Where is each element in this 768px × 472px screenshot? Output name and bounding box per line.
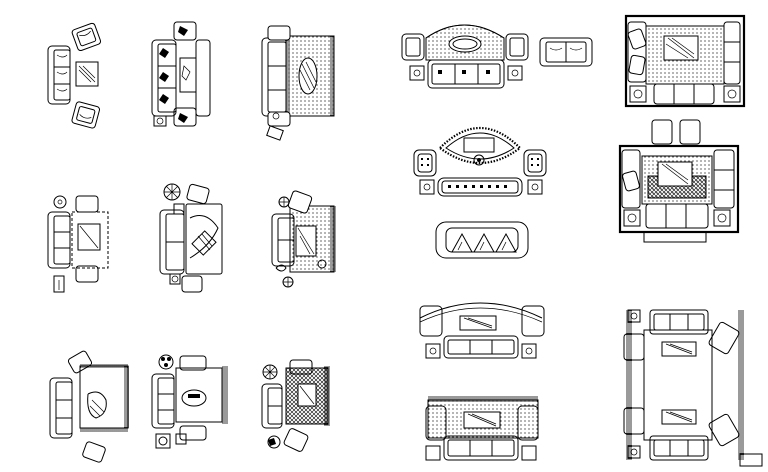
living-set-8: [151, 354, 228, 449]
living-set-11: [539, 37, 593, 67]
living-set-2: [151, 21, 211, 127]
living-set-6: [271, 190, 336, 288]
living-set-4: [47, 195, 109, 293]
living-set-16: [618, 119, 763, 467]
living-set-7: [49, 350, 129, 463]
living-set-9: [261, 359, 330, 452]
living-set-1: [47, 22, 102, 129]
living-set-13: [413, 127, 547, 197]
living-set-10: [401, 24, 529, 89]
living-set-15: [419, 302, 545, 461]
living-set-3: [261, 25, 335, 141]
living-set-14: [435, 221, 529, 259]
living-set-12: [624, 14, 746, 108]
living-set-5: [159, 183, 223, 293]
